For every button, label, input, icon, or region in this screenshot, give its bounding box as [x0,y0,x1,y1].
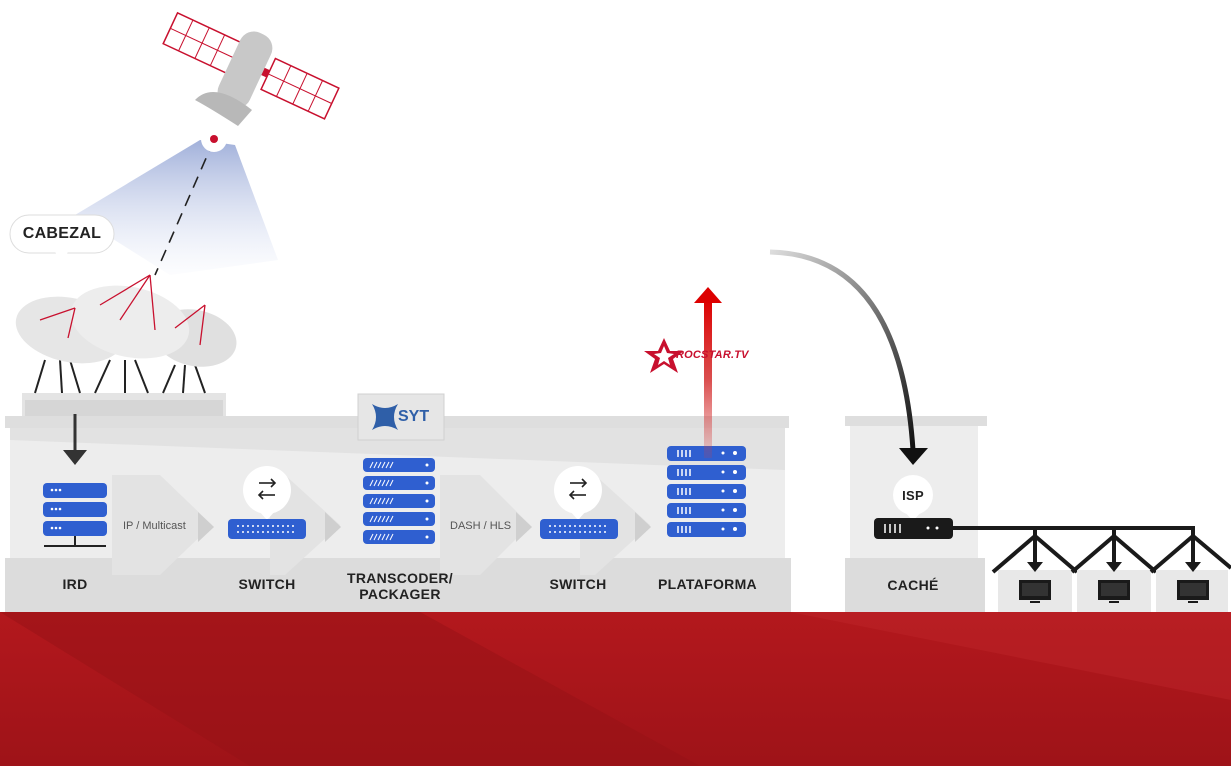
house-2-icon [1070,533,1158,612]
plataforma-server-icon [667,446,746,537]
isp-label: ISP [902,488,924,503]
flow-chevron-1 [112,475,214,575]
syt-logo-text: SYT [398,408,430,425]
transcoder-server-icon [363,458,435,544]
switch-2-icon [540,466,618,539]
plataforma-label: PLATAFORMA [658,576,757,592]
upload-arrow-icon [694,287,722,458]
ird-label: IRD [62,576,88,592]
house-1-icon [991,533,1079,612]
cloud-icon [660,222,762,280]
cabezal-label: CABEZAL [22,225,102,242]
ird-server-icon [43,483,107,547]
house-3-icon [1149,533,1231,612]
syt-logo [357,393,445,441]
cabezal-bubble [9,214,115,262]
distribution-lines [953,526,1195,565]
isp-bubble [893,475,933,521]
transcoder-label-line1: TRANSCODER/ [347,570,453,586]
flow-chevron-3 [440,475,532,575]
satellite-dishes-icon [34,359,206,394]
cache-arrow-icon [769,249,928,465]
switch-2-label: SWITCH [549,576,607,592]
switch-1-icon [228,466,306,539]
rocstar-logo-text: ROCSTAR.TV [676,349,749,361]
rocstar-logo [644,338,684,373]
switch-1-label: SWITCH [238,576,296,592]
satellite-beam [75,140,278,275]
satellite-icon [162,11,340,152]
cache-label: CACHÉ [887,577,939,593]
ip-multicast-label: IP / Multicast [123,520,186,532]
dash-hls-label: DASH / HLS [450,520,512,532]
isp-device-icon [874,518,953,539]
down-arrow-icon [63,414,87,465]
transcoder-label-line2: PACKAGER [359,586,441,602]
